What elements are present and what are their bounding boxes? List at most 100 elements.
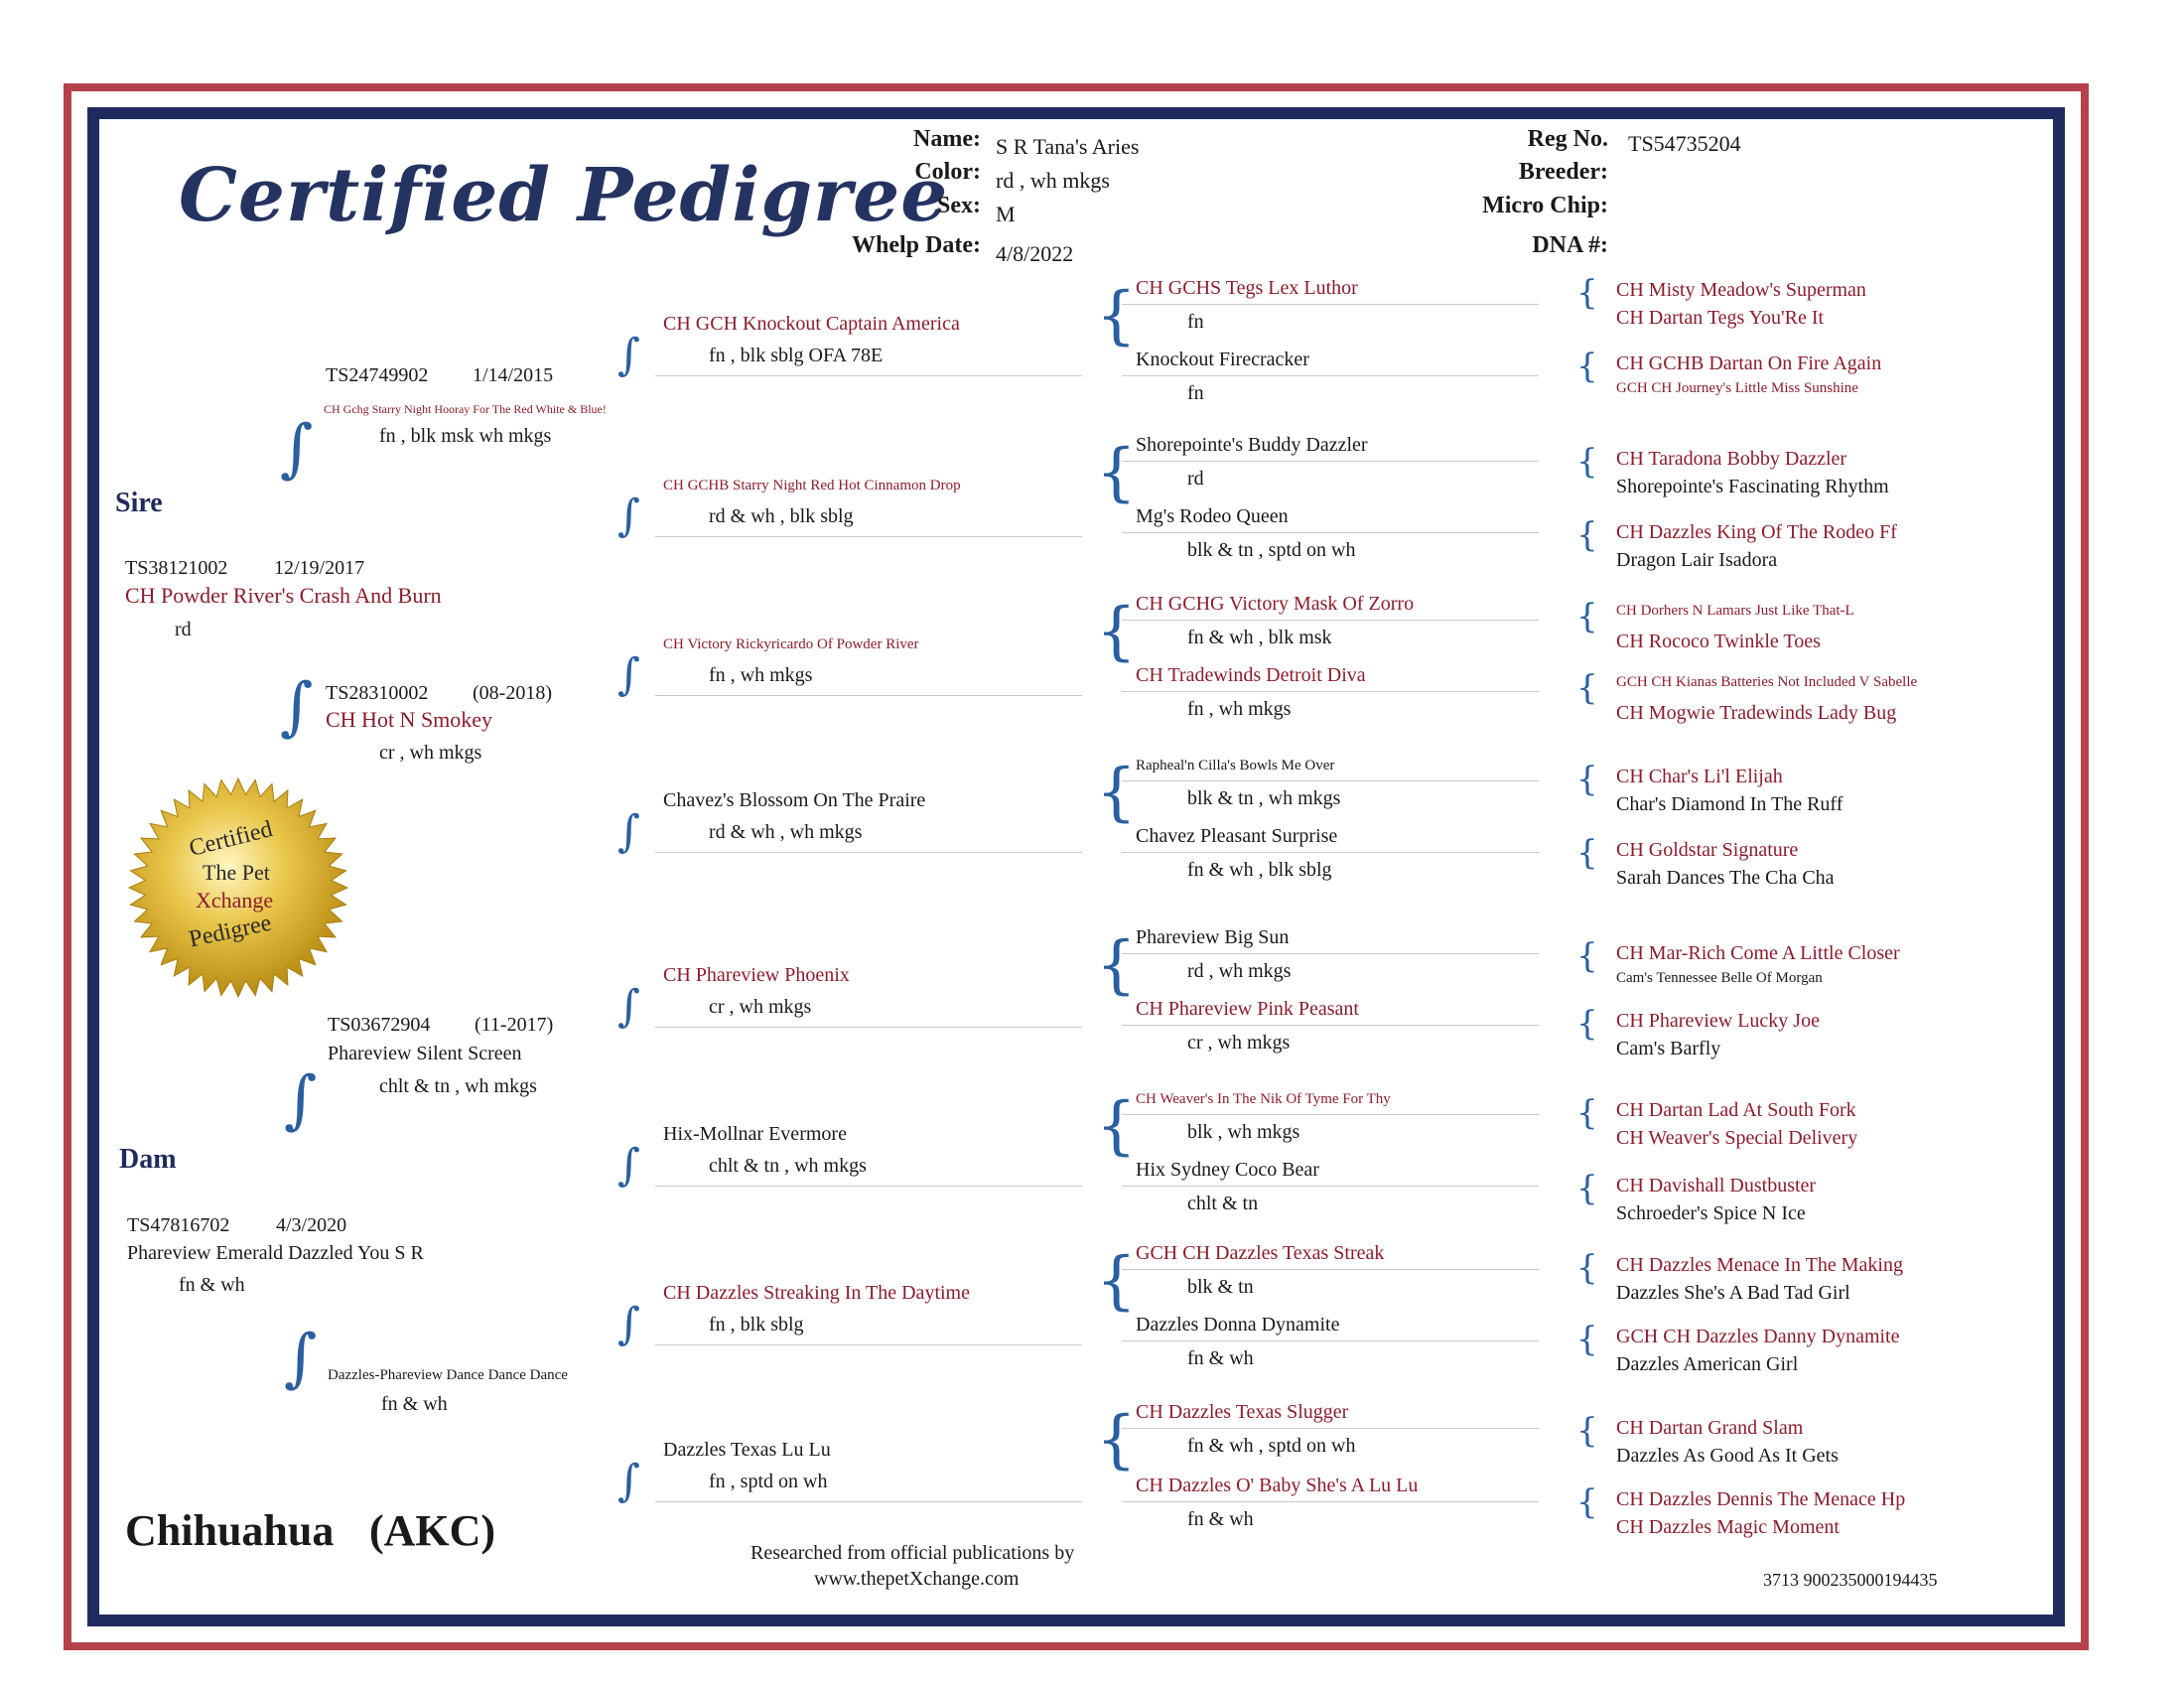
inner-border [87, 107, 2065, 1626]
sire-dam-reg: TS28310002 [326, 682, 429, 704]
gen5-name: Dazzles American Girl [1616, 1353, 1799, 1375]
gen5-name: CH Dorhers N Lamars Just Like That-L [1616, 603, 1854, 619]
gen5-name: Dazzles She's A Bad Tad Girl [1616, 1282, 1850, 1304]
gen5-name: CH Char's Li'l Elijah [1616, 766, 1783, 787]
gen4-color: blk & tn [1187, 1276, 1254, 1298]
gen3-name: Hix-Mollnar Evermore [663, 1123, 847, 1145]
gen4-color: blk & tn , wh mkgs [1187, 787, 1341, 809]
sire-label: Sire [115, 488, 163, 518]
gen4-color: rd , wh mkgs [1187, 960, 1292, 982]
outer-border [64, 83, 2089, 1650]
gen3-name: CH GCHB Starry Night Red Hot Cinnamon Dr… [663, 478, 961, 493]
divider [1122, 1269, 1539, 1270]
gen3-color: fn , blk sblg OFA 78E [709, 345, 884, 366]
brace-gen4: { [1096, 436, 1137, 509]
brace-gen4: { [1096, 1403, 1137, 1477]
brace-gen5: { [1576, 515, 1598, 555]
brace-gen5: { [1576, 1169, 1598, 1208]
brace-gen4: { [1096, 1089, 1137, 1163]
gen5-name: CH Dazzles Dennis The Menace Hp [1616, 1488, 1906, 1510]
gen5-name: CH Phareview Lucky Joe [1616, 1010, 1820, 1032]
sire-color: rd [175, 619, 192, 640]
divider [1122, 304, 1539, 305]
divider [1122, 1501, 1539, 1502]
divider [1122, 532, 1539, 533]
gen5-name: CH Weaver's Special Delivery [1616, 1127, 1858, 1149]
sire-name: CH Powder River's Crash And Burn [125, 583, 442, 608]
certified-seal-icon [127, 776, 349, 999]
gen4-color: cr , wh mkgs [1187, 1032, 1291, 1054]
brace-gen5: { [1576, 597, 1598, 636]
page-title: Certified Pedigree [179, 153, 949, 238]
divider [1122, 1428, 1539, 1429]
divider [1122, 1186, 1539, 1187]
gen3-color: fn , wh mkgs [709, 664, 813, 686]
divider [1122, 852, 1539, 853]
gen5-name: GCH CH Journey's Little Miss Sunshine [1616, 380, 1858, 396]
gen4-color: blk & tn , sptd on wh [1187, 539, 1356, 561]
gen5-name: CH Mar-Rich Come A Little Closer [1616, 942, 1900, 964]
name-label: Name: [913, 126, 981, 152]
gen3-name: Dazzles Texas Lu Lu [663, 1439, 831, 1461]
gen5-name: Cam's Barfly [1616, 1038, 1721, 1059]
footer-line1: Researched from official publications by [751, 1542, 1075, 1564]
gen3-color: rd & wh , blk sblg [709, 505, 854, 527]
gen4-color: fn , wh mkgs [1187, 698, 1292, 720]
dam-dam-name: Dazzles-Phareview Dance Dance Dance [328, 1367, 568, 1383]
gen3-name: CH Victory Rickyricardo Of Powder River [663, 636, 919, 652]
brace-gen5: { [1576, 668, 1598, 708]
brace-gen3: ∫ [617, 330, 640, 380]
gen4-color: fn & wh , blk msk [1187, 627, 1332, 648]
whelp-label: Whelp Date: [852, 232, 981, 258]
gen4-color: chlt & tn [1187, 1193, 1259, 1214]
dam-date: 4/3/2020 [276, 1214, 347, 1236]
divider [655, 695, 1082, 696]
dam-label: Dam [119, 1144, 177, 1175]
gen4-color: fn & wh , sptd on wh [1187, 1435, 1356, 1457]
gen4-name: CH GCHS Tegs Lex Luthor [1136, 277, 1358, 299]
dna-label: DNA #: [1532, 232, 1608, 258]
gen4-color: fn & wh [1187, 1508, 1254, 1530]
gen4-name: Hix Sydney Coco Bear [1136, 1159, 1319, 1181]
brace-dam-sire: ∫ [284, 1063, 318, 1137]
divider [1122, 375, 1539, 376]
footer-website-link[interactable]: www.thepetXchange.com [814, 1568, 1020, 1590]
gen3-name: CH GCH Knockout Captain America [663, 313, 960, 335]
brace-gen3: ∫ [617, 1140, 640, 1191]
divider [655, 1344, 1082, 1345]
divider [1122, 780, 1539, 781]
gen3-color: chlt & tn , wh mkgs [709, 1155, 867, 1177]
gen3-name: CH Dazzles Streaking In The Daytime [663, 1282, 970, 1304]
breed-name: Chihuahua [125, 1506, 335, 1555]
gen4-name: CH Tradewinds Detroit Diva [1136, 664, 1366, 686]
brace-gen5: { [1576, 833, 1598, 873]
sire-sire-color: fn , blk msk wh mkgs [379, 425, 552, 447]
gen4-color: fn & wh , blk sblg [1187, 859, 1332, 881]
gen5-name: GCH CH Dazzles Danny Dynamite [1616, 1326, 1900, 1347]
brace-gen3: ∫ [617, 1299, 640, 1349]
brace-gen5: { [1576, 1004, 1598, 1044]
gen5-name: CH Dartan Tegs You'Re It [1616, 307, 1825, 329]
gen5-name: Cam's Tennessee Belle Of Morgan [1616, 970, 1823, 986]
gen4-name: Shorepointe's Buddy Dazzler [1136, 434, 1368, 456]
divider [655, 1027, 1082, 1028]
gen5-name: Char's Diamond In The Ruff [1616, 793, 1843, 815]
divider [1122, 620, 1539, 621]
gen5-name: CH GCHB Dartan On Fire Again [1616, 352, 1882, 374]
whelp-value: 4/8/2022 [996, 241, 1074, 266]
brace-gen5: { [1576, 273, 1598, 313]
brace-sire-sire: ∫ [280, 412, 314, 486]
gen5-name: CH Dazzles Magic Moment [1616, 1516, 1840, 1538]
name-value: S R Tana's Aries [996, 134, 1140, 159]
gen4-name: CH Phareview Pink Peasant [1136, 998, 1359, 1020]
gen4-color: fn [1187, 311, 1204, 333]
brace-gen3: ∫ [617, 981, 640, 1032]
gen5-name: CH Davishall Dustbuster [1616, 1175, 1817, 1196]
sire-reg: TS38121002 [125, 557, 228, 579]
dam-sire-date: (11-2017) [475, 1014, 554, 1036]
sire-sire-date: 1/14/2015 [473, 364, 554, 386]
gen4-color: blk , wh mkgs [1187, 1121, 1300, 1143]
gen5-name: Sarah Dances The Cha Cha [1616, 867, 1835, 889]
dam-color: fn & wh [179, 1274, 245, 1296]
divider [1122, 1114, 1539, 1115]
